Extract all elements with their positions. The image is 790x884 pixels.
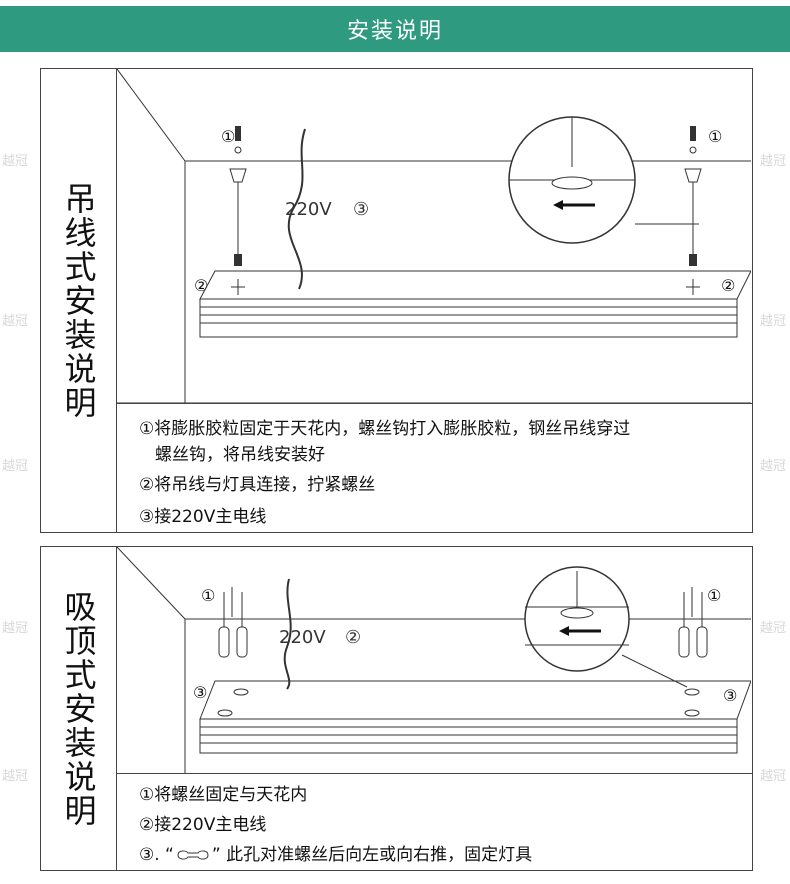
power-wire xyxy=(283,578,292,690)
watermark: 越冠 xyxy=(2,314,29,329)
note-suffix: ” 此孔对准螺丝后向左或向右推，固定灯具 xyxy=(211,845,533,865)
note-line: 螺丝钩，将吊线安装好 xyxy=(155,445,325,465)
wire-label: 220V xyxy=(285,199,332,220)
marker-one: ① xyxy=(201,586,215,605)
watermark: 越冠 xyxy=(760,314,787,329)
note-line: ③接220V主电线 xyxy=(139,507,267,527)
detail-keyhole xyxy=(560,607,594,619)
ceiling-install-diagram: ① ③ ① ③ 220V ② xyxy=(117,547,751,773)
screwdriver-handle xyxy=(218,626,230,658)
watermark: 越冠 xyxy=(2,621,29,636)
wire-gripper xyxy=(234,254,242,266)
marker-three: ③ xyxy=(353,199,369,220)
wire-gripper xyxy=(689,254,697,266)
marker-two: ② xyxy=(194,276,208,295)
keyhole-slot xyxy=(233,688,249,696)
anchor-plug xyxy=(690,126,696,141)
keyhole-slot-icon xyxy=(177,850,209,860)
note-line-part: ③. “ ” 此孔对准螺丝后向左或向右推，固定灯具 xyxy=(139,840,532,865)
page-title: 安装说明 xyxy=(346,19,443,44)
power-wire xyxy=(287,128,306,290)
marker-two: ② xyxy=(721,276,735,295)
ceiling-title-column: 吸顶式安装说明 xyxy=(41,547,117,870)
fixture-layer xyxy=(199,314,738,324)
right-hanger: ① ② xyxy=(684,126,735,295)
fixture-layer xyxy=(199,298,738,308)
keyhole-slot xyxy=(217,709,233,717)
marker-two: ② xyxy=(345,627,361,648)
screw-hook xyxy=(689,146,697,154)
fixture-layer xyxy=(199,726,738,736)
header-banner: 安装说明 xyxy=(0,6,790,52)
ceiling-canopy xyxy=(684,168,702,183)
wire-label: 220V xyxy=(279,627,326,648)
note-prefix: ③. “ xyxy=(139,845,174,865)
marker-one: ① xyxy=(221,127,235,146)
watermark: 越冠 xyxy=(760,154,787,169)
fixture-layer xyxy=(199,306,738,316)
screwdriver-handle xyxy=(696,626,708,658)
screwdriver-handle xyxy=(236,626,248,658)
note-line: ②将吊线与灯具连接，拧紧螺丝 xyxy=(139,475,376,495)
detail-pointer-line xyxy=(621,654,688,688)
hanging-section-title: 吊线式安装说明 xyxy=(59,181,98,420)
left-tools: ① ③ xyxy=(193,586,248,702)
fixture-top xyxy=(199,680,751,720)
detail-arrow-head xyxy=(553,200,563,210)
screw-hook xyxy=(234,146,242,154)
ceiling-edge-line xyxy=(117,69,186,162)
ceiling-canopy xyxy=(229,168,247,183)
watermark: 越冠 xyxy=(760,459,787,474)
fixture-top xyxy=(199,270,751,300)
fixture-body xyxy=(199,322,738,338)
keyhole-slot xyxy=(684,688,700,696)
fixture-clip xyxy=(231,279,245,295)
right-tools: ① ③ xyxy=(678,586,737,705)
watermark: 越冠 xyxy=(2,769,29,784)
anchor-plug xyxy=(235,126,241,141)
screwdriver-handle xyxy=(678,626,690,658)
fixture-layer xyxy=(199,734,738,744)
hanging-install-diagram: ① ② ① ② 220V ③ xyxy=(117,69,751,403)
ceiling-edge-line xyxy=(117,547,186,620)
watermark: 越冠 xyxy=(2,459,29,474)
marker-one: ① xyxy=(708,127,722,146)
detail-clip xyxy=(551,176,593,190)
fixture-clip xyxy=(686,279,700,295)
fixture-body xyxy=(199,742,738,754)
hanging-title-column: 吊线式安装说明 xyxy=(41,69,117,532)
watermark: 越冠 xyxy=(2,154,29,169)
marker-three: ③ xyxy=(193,683,207,702)
keyhole-slot xyxy=(684,709,700,717)
note-line: ②接220V主电线 xyxy=(139,815,267,835)
hanging-notes: ①将膨胀胶粒固定于天花内，螺丝钩打入膨胀胶粒，钢丝吊线穿过 螺丝钩，将吊线安装好… xyxy=(117,403,752,532)
fixture-layer xyxy=(199,718,738,728)
note-line: ①将螺丝固定与天花内 xyxy=(139,785,308,805)
note-line: ①将膨胀胶粒固定于天花内，螺丝钩打入膨胀胶粒，钢丝吊线穿过 xyxy=(139,419,631,439)
marker-one: ① xyxy=(707,586,721,605)
ceiling-section-title: 吸顶式安装说明 xyxy=(59,589,98,828)
watermark: 越冠 xyxy=(760,621,787,636)
hanging-install-panel: 吊线式安装说明 ① ② xyxy=(40,68,753,533)
watermark: 越冠 xyxy=(760,769,787,784)
detail-arrow-head xyxy=(559,626,569,636)
left-hanger: ① ② xyxy=(194,126,247,295)
ceiling-notes: ①将螺丝固定与天花内 ②接220V主电线 ③. “ ” 此孔对准螺丝后向左或向右推… xyxy=(117,773,752,870)
marker-three: ③ xyxy=(723,686,737,705)
ceiling-install-panel: 吸顶式安装说明 ① ③ ① xyxy=(40,546,753,871)
